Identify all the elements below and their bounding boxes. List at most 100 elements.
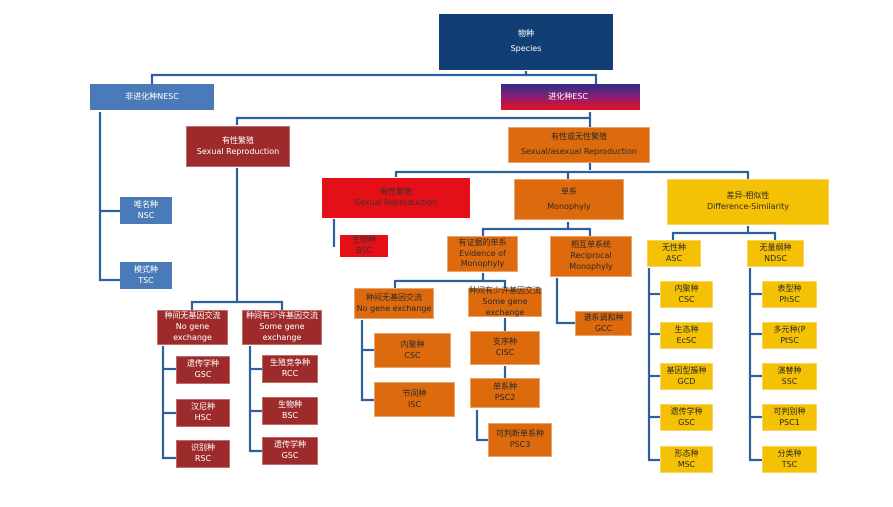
node-label-zh: 唯名种 [134, 199, 158, 209]
node-csc[interactable]: 内聚种 CSC [374, 333, 451, 368]
node-reciprocal-monophyly[interactable]: 相互单系统 Reciprocal Monophyly [550, 236, 632, 277]
node-label-zh: 单系种 [493, 382, 517, 392]
node-label-en: GCC [594, 323, 613, 333]
node-no-gene-exchange[interactable]: 种间无基因交流 No gene exchange [157, 310, 228, 345]
node-bsc[interactable]: 生物种 BSC [262, 397, 318, 425]
connector-psc2-psc3 [475, 410, 488, 442]
node-label-en: CSC [678, 294, 695, 304]
node-label-en: RSC [194, 454, 212, 463]
node-label-zh: 遗传学种 [274, 440, 306, 450]
node-difference-similarity[interactable]: 差异-相似性 Difference-Similarity [667, 179, 829, 225]
node-asc-csc[interactable]: 内聚种 CSC [660, 281, 713, 308]
node-label-en2: exchange [485, 307, 525, 317]
connector-asc-children [647, 268, 660, 462]
node-ndsc-phsc[interactable]: 表型种 PhSC [762, 281, 817, 308]
connector-sexual-somegene [237, 300, 284, 310]
node-ndsc-psc1[interactable]: 可判别种 PSC1 [762, 404, 817, 431]
node-label-en: No gene [175, 322, 210, 332]
node-label-zh: 生物种 [352, 235, 376, 245]
node-asc-gsc[interactable]: 遗传学种 GSC [660, 404, 713, 431]
node-label-zh: 生态种 [674, 324, 699, 334]
node-rcc[interactable]: 生殖竞争种 RCC [262, 355, 318, 383]
node-label-en: Sexual/asexual Reproduction [521, 147, 637, 156]
node-tsc[interactable]: 模式种 TSC [120, 262, 172, 289]
node-label-zh: 种间有少许基因交流 [469, 286, 541, 296]
node-some-gene-exchange-2[interactable]: 种间有少许基因交流 Some gene exchange [468, 286, 542, 317]
node-ndsc-ptsc[interactable]: 多元种(P PtSC [762, 322, 817, 349]
node-label-en: MSC [677, 459, 696, 469]
node-label: 非进化种NESC [125, 91, 179, 101]
node-ndsc[interactable]: 无量纲种 NDSC [747, 240, 804, 267]
node-cisc[interactable]: 支序种 CISC [470, 331, 540, 365]
node-label-zh: 支序种 [493, 337, 517, 347]
node-gsc-2[interactable]: 遗传学种 GSC [262, 437, 318, 465]
connector-ndsc-children [748, 268, 762, 462]
node-label-en: RCC [281, 369, 299, 378]
connector-sexasex-children [394, 170, 750, 179]
connector-nogene-children [161, 346, 176, 460]
node-label-zh: 遗传学种 [187, 359, 219, 369]
connector-reciprocal-gcc [555, 278, 575, 325]
node-label-en: Some gene [259, 322, 305, 332]
node-label-zh: 有证据的单系 [458, 237, 507, 247]
node-psc2[interactable]: 单系种 PSC2 [470, 378, 540, 408]
node-label-en: EcSC [676, 335, 697, 345]
connector-evidence-somegene [483, 279, 507, 288]
connector-diffsim-children [671, 226, 750, 240]
node-label-en: TSC [138, 275, 154, 285]
node-label-zh: 多元种(P [773, 324, 806, 334]
node-isc[interactable]: 节间种 ISC [374, 382, 455, 417]
node-label-en: Sexual Reproduction [354, 198, 438, 207]
node-label-en: Some gene [482, 297, 528, 307]
node-rsc[interactable]: 识别种 RSC [176, 440, 230, 468]
node-label-zh: 表型种 [777, 283, 802, 293]
node-label-zh: 差异-相似性 [726, 191, 770, 201]
node-asc-msc[interactable]: 形态种 MSC [660, 446, 713, 473]
node-sexual-reproduction-2[interactable]: 有性繁殖 Sexual Reproduction [322, 178, 470, 218]
node-gcc[interactable]: 谱系调和种 GCC [575, 311, 632, 336]
node-sexual-asexual-reproduction[interactable]: 有性或无性繁殖 Sexual/asexual Reproduction [508, 127, 650, 163]
connector-somegene-children [248, 346, 262, 453]
node-label-en: PhSC [779, 294, 800, 304]
node-label-en2: Monophyly [569, 261, 613, 271]
node-label: 进化种ESC [548, 91, 588, 101]
node-bsc-2[interactable]: 生物种 BSC [340, 235, 388, 257]
node-label-en: NDSC [764, 253, 787, 263]
node-some-gene-exchange[interactable]: 种间有少许基因交流 Some gene exchange [242, 310, 322, 345]
node-label-en2: Monophyly [460, 259, 505, 269]
node-label-zh: 无量纲种 [759, 242, 792, 252]
node-asc-ecsc[interactable]: 生态种 EcSC [660, 322, 713, 349]
node-label-en: GCD [677, 376, 696, 386]
node-label-en: GSC [194, 370, 212, 379]
node-evidence-of-monophyly[interactable]: 有证据的单系 Evidence of Monophyly [447, 236, 518, 272]
node-label-zh: 分类种 [777, 448, 802, 458]
node-asc-gcd[interactable]: 基因型簇种 GCD [660, 363, 713, 390]
node-label-en: TSC [781, 459, 798, 469]
node-label-en: PSC3 [509, 440, 531, 449]
node-hsc[interactable]: 汉尼种 HSC [176, 399, 230, 427]
node-label-en: Sexual Reproduction [196, 146, 280, 156]
node-label-zh: 识别种 [191, 443, 215, 453]
node-label-zh: 遗传学种 [670, 406, 703, 416]
node-gsc[interactable]: 遗传学种 GSC [176, 356, 230, 384]
node-label-en: SSC [781, 376, 798, 386]
node-no-gene-exchange-2[interactable]: 种间无基因交流 No gene exchange [354, 288, 434, 319]
node-label-en: BSC [355, 246, 372, 255]
node-label-en: Evidence of [459, 248, 506, 258]
node-label-zh: 种间无基因交流 [366, 292, 422, 302]
node-label-zh: 种间有少许基因交流 [246, 311, 318, 321]
node-psc3[interactable]: 可判断单系种 PSC3 [488, 423, 552, 457]
node-nesc[interactable]: 非进化种NESC [90, 84, 214, 110]
node-label-en: GSC [281, 451, 299, 460]
node-ndsc-ssc[interactable]: 演替种 SSC [762, 363, 817, 390]
node-ndsc-tsc[interactable]: 分类种 TSC [762, 446, 817, 473]
node-asc[interactable]: 无性种 ASC [647, 240, 701, 267]
node-label-en: Reciprocal [570, 251, 612, 261]
node-sexual-reproduction[interactable]: 有性繁殖 Sexual Reproduction [186, 126, 290, 167]
connector-diffsim-ndsc [748, 231, 777, 240]
node-monophyly[interactable]: 单系 Monophyly [514, 179, 624, 220]
node-species[interactable]: 物种 Species [439, 14, 613, 70]
node-nsc[interactable]: 唯名种 NSC [120, 197, 172, 224]
node-esc[interactable]: 进化种ESC [501, 84, 640, 110]
node-label-zh: 有性繁殖 [380, 187, 412, 197]
